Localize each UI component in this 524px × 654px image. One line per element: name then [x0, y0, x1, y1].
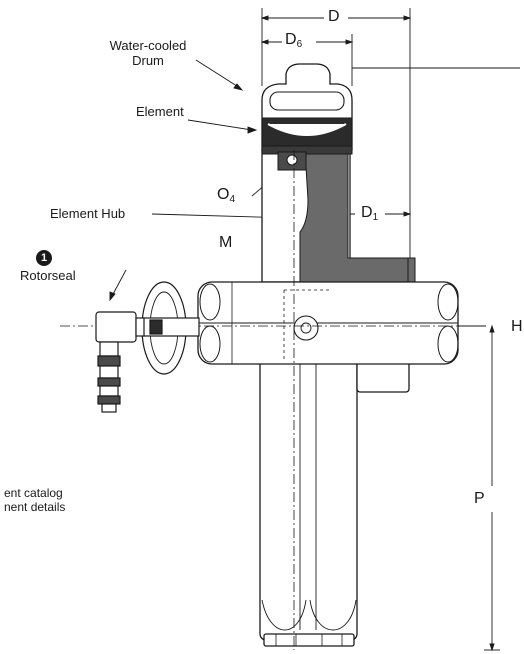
- catalog-note-line1: ent catalog: [4, 486, 63, 500]
- dimension-o4-sub: 4: [229, 194, 236, 205]
- water-cooled-drum-label-line1: Water-cooled: [109, 38, 187, 53]
- dimension-d1: D1: [361, 204, 378, 227]
- dimension-h: H: [511, 318, 523, 335]
- dimension-o4: O4: [217, 186, 235, 209]
- water-cooled-drum-label-line2: Drum: [132, 53, 164, 68]
- dimension-d6-base: D: [285, 31, 297, 48]
- dimension-d1-base: D: [361, 204, 373, 221]
- rotorseal-assembly: [95, 281, 200, 413]
- element-hub: [299, 149, 416, 283]
- dimension-d1-sub: 1: [372, 212, 379, 223]
- horizontal-shaft: [197, 281, 459, 365]
- rotorseal-number-badge: 1: [36, 250, 52, 266]
- catalog-note-line2: nent details: [4, 500, 66, 514]
- center-lines: [60, 150, 486, 650]
- dimension-d6: D6: [285, 31, 302, 54]
- dimension-m: M: [219, 234, 233, 251]
- element-hub-label: Element Hub: [50, 206, 126, 221]
- catalog-note: ent catalog nent details: [4, 486, 65, 514]
- element-label: Element: [136, 104, 184, 119]
- rotorseal-label: Rotorseal: [20, 268, 76, 283]
- dimension-d: D: [328, 8, 340, 25]
- dimension-p: P: [474, 490, 485, 507]
- dimension-o4-base: O: [217, 186, 230, 203]
- water-cooled-drum-label: Water-cooled Drum: [100, 38, 196, 68]
- element: [261, 117, 353, 171]
- dimension-d6-sub: 6: [296, 39, 303, 50]
